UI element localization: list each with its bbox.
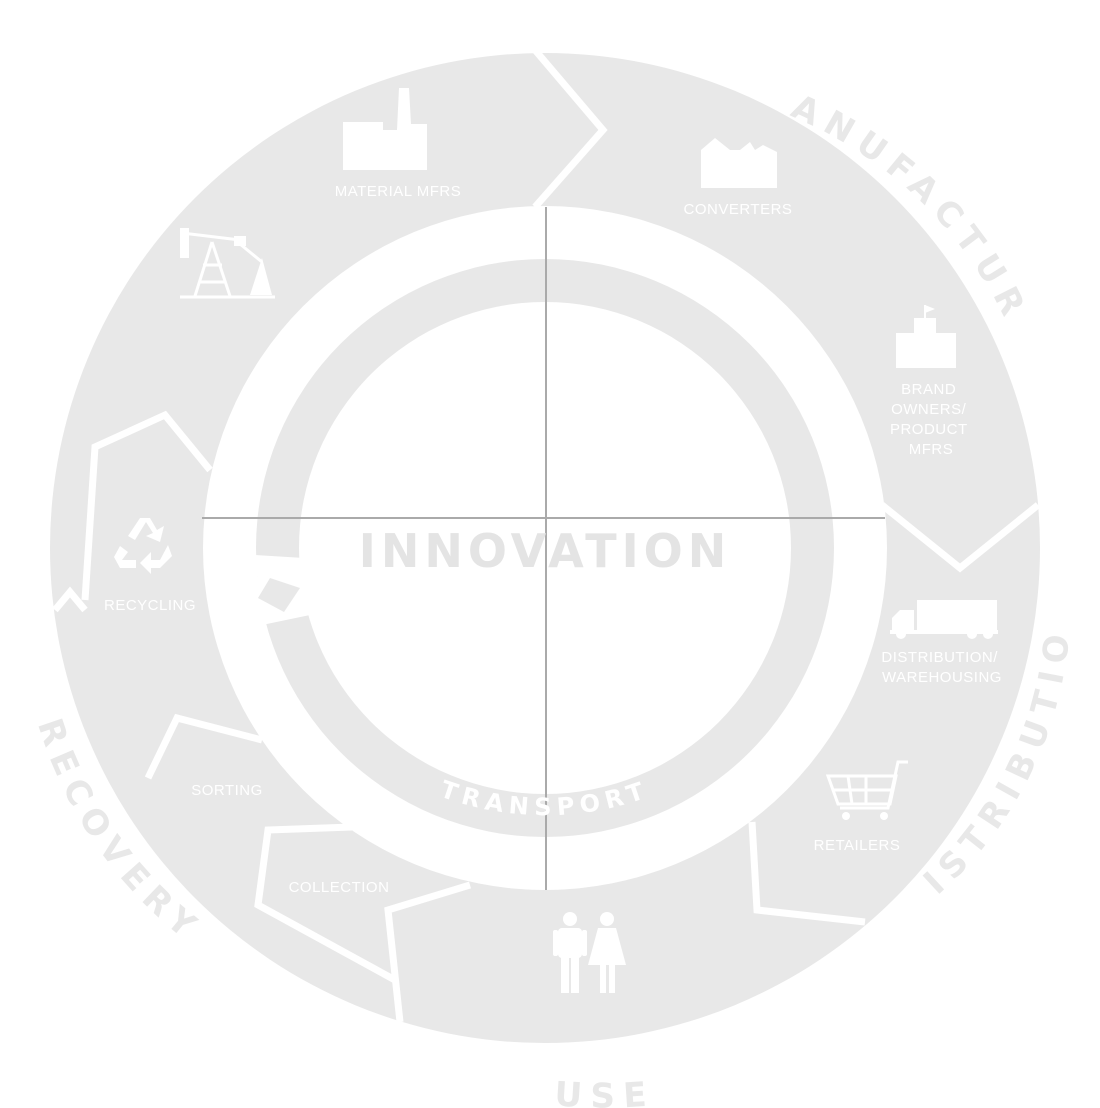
label-retailers: RETAILERS — [814, 837, 901, 854]
label-sorting: SORTING — [191, 782, 263, 799]
label-recycling: RECYCLING — [104, 597, 196, 614]
recycle-icon — [114, 518, 172, 574]
innovation-label: INNOVATION — [359, 524, 732, 578]
oil-pump-icon — [180, 228, 275, 299]
label-converters: CONVERTERS — [684, 201, 793, 218]
brand-building-icon — [896, 305, 956, 368]
shopping-cart-icon — [825, 760, 908, 820]
factory-icon — [343, 88, 427, 170]
phase-use: USE — [553, 1074, 656, 1108]
label-distribution-warehousing: DISTRIBUTION/ WAREHOUSING — [881, 649, 1002, 686]
label-collection: COLLECTION — [289, 879, 390, 896]
converter-building-icon — [701, 138, 777, 188]
segment-dividers — [52, 47, 1041, 1023]
crosshair — [202, 207, 885, 890]
truck-icon — [890, 600, 998, 639]
label-brand-owners: BRAND OWNERS/ PRODUCT MFRS — [890, 381, 972, 458]
label-material-mfrs: MATERIAL MFRS — [335, 183, 462, 200]
people-icon — [553, 912, 626, 993]
